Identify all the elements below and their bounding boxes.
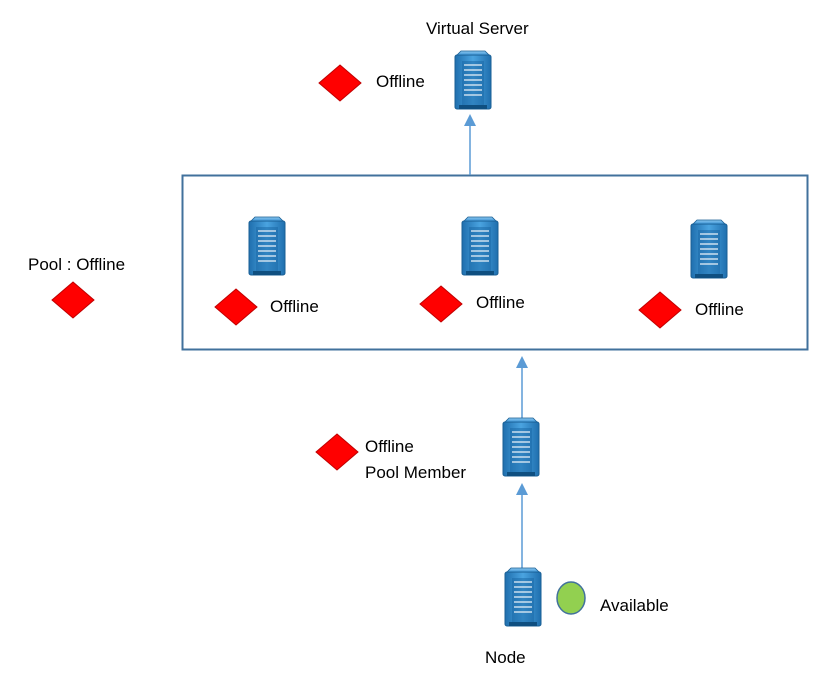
pool-status-diamond-icon [51,281,95,319]
pool-member-1-status-diamond-icon [214,288,258,326]
node-title: Node [485,648,526,667]
pool-member-server-icon [502,417,540,477]
virtual-server-icon [454,50,492,110]
pool-member-2-status: Offline [476,293,525,312]
pool-member-status-line1: Offline [365,437,414,456]
virtual-server-title: Virtual Server [426,19,529,38]
node-server-icon [504,567,542,627]
pool-member-3-status: Offline [695,300,744,319]
virtual-server-status: Offline [376,72,425,91]
pool-member-2-status-diamond-icon [419,285,463,323]
pool-member-1-status: Offline [270,297,319,316]
virtual-server-status-diamond-icon [318,64,362,102]
pool-member-status-line2: Pool Member [365,463,467,482]
pool-member-3-server-icon [690,219,728,279]
pool-member-2-server-icon [461,216,499,276]
pool-status-label: Pool : Offline [28,255,126,274]
node-status: Available [600,596,669,615]
pool-member-3-status-diamond-icon [638,291,682,329]
pool-container [181,174,809,351]
pool-member-status-diamond-icon [315,433,359,471]
node-available-circle-icon [556,581,586,615]
pool-member-1-server-icon [248,216,286,276]
